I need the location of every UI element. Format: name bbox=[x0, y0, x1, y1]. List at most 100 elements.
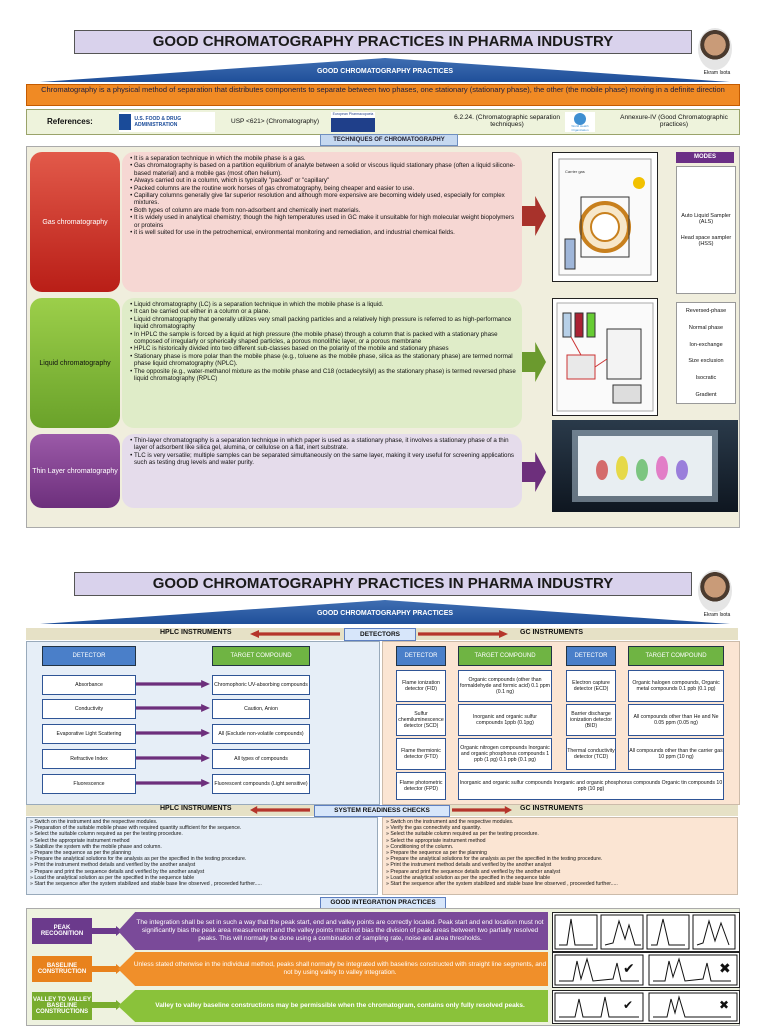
thin-layer-chromatography-text: Thin-layer chromatography is a separatio… bbox=[122, 434, 522, 508]
peak-recognition-chromatograms bbox=[552, 912, 740, 952]
page1-subtitle: GOOD CHROMATOGRAPHY PRACTICES bbox=[40, 58, 730, 82]
left-arrow-icon-2 bbox=[250, 806, 310, 814]
mode-als: Auto Liquid Sampler (ALS) bbox=[681, 213, 731, 225]
valley-to-valley-text: Valley to valley baseline constructions … bbox=[118, 990, 548, 1022]
usp-reference: USP <621> (Chromatography) bbox=[231, 118, 320, 125]
row-arrow-icon bbox=[136, 704, 210, 712]
hplc-target-refractive-index: All types of compounds bbox=[212, 749, 310, 769]
liquid-chromatography-label: Liquid chromatography bbox=[30, 298, 120, 428]
mode-isocratic: Isocratic bbox=[695, 374, 717, 381]
fda-logo: U.S. FOOD & DRUG ADMINISTRATION bbox=[119, 112, 215, 132]
hplc-detector-refractive-index: Refractive Index bbox=[42, 749, 136, 769]
int-arrow-icon bbox=[92, 964, 122, 974]
gc-detector-ftd: Flame thermionic detector (FTD) bbox=[396, 738, 446, 770]
valley-to-valley-label: VALLEY TO VALLEY BASELINE CONSTRUCTIONS bbox=[32, 992, 92, 1020]
valley-chromatograms: ✔ ✖ bbox=[552, 990, 740, 1024]
row-arrow-icon bbox=[136, 754, 210, 762]
page2-subtitle: GOOD CHROMATOGRAPHY PRACTICES bbox=[40, 600, 730, 624]
peak-recognition-text: The integration shall be set in such a w… bbox=[118, 912, 548, 950]
gc-detector-header-right: DETECTOR bbox=[566, 646, 616, 666]
lc-modes: Reversed-phase Normal phase Ion-exchange… bbox=[676, 302, 736, 404]
hplc-instruments-label-2: HPLC INSTRUMENTS bbox=[160, 805, 232, 812]
hplc-target-conductivity: Caution, Anion bbox=[212, 699, 310, 719]
svg-text:✔: ✔ bbox=[623, 960, 635, 976]
row-arrow-icon bbox=[136, 729, 210, 737]
baseline-chromatograms: ✔ ✖ bbox=[552, 952, 740, 988]
references-bar: References: U.S. FOOD & DRUG ADMINISTRAT… bbox=[26, 109, 740, 135]
liquid-chromatography-text: Liquid chromatography (LC) is a separati… bbox=[122, 298, 522, 428]
gc-detector-fpd: Flame photometric detector (FPD) bbox=[396, 772, 446, 800]
gc-detector-tcd: Thermal conductivity detector (TCD) bbox=[566, 738, 616, 770]
hplc-diagram-image bbox=[552, 298, 658, 416]
gc-target-ftd: Organic nitrogen compounds Inorganic and… bbox=[458, 738, 552, 770]
hplc-detector-absorbance: Absorbance bbox=[42, 675, 136, 695]
mode-ion-exchange: Ion-exchange bbox=[689, 341, 723, 348]
right-arrow-icon-2 bbox=[452, 806, 512, 814]
mode-gradient: Gradient bbox=[695, 391, 717, 398]
hplc-detector-fluorescence: Fluorescence bbox=[42, 774, 136, 794]
thin-layer-chromatography-label: Thin Layer chromatography bbox=[30, 434, 120, 508]
left-arrow-icon bbox=[250, 630, 340, 638]
right-arrow-icon bbox=[418, 630, 508, 638]
gc-target-fid: Organic compounds (other than formaldehy… bbox=[458, 670, 552, 702]
row-arrow-icon bbox=[136, 680, 210, 688]
detectors-label: DETECTORS bbox=[344, 628, 416, 641]
int-arrow-icon bbox=[92, 1000, 122, 1010]
hplc-readiness-steps: Switch on the instrument and the respect… bbox=[26, 817, 378, 895]
gc-detector-scd: Sulfur chemiluminescence detector (SCD) bbox=[396, 704, 446, 736]
hplc-detector-elsd: Evaporative Light Scattering bbox=[42, 724, 136, 744]
baseline-construction-label: BASELINE CONSTRUCTION bbox=[32, 956, 92, 982]
hplc-detector-header: DETECTOR bbox=[42, 646, 136, 666]
gc-detector-ecd: Electron capture detector (ECD) bbox=[566, 670, 616, 702]
gc-target-fpd: Inorganic and organic sulfur compounds I… bbox=[458, 772, 724, 800]
readiness-label: SYSTEM READINESS CHECKS bbox=[314, 805, 450, 817]
hplc-target-fluorescence: Fluorescent compounds (Light sensitive) bbox=[212, 774, 310, 794]
hplc-instruments-label: HPLC INSTRUMENTS bbox=[160, 629, 232, 636]
row-arrow-icon bbox=[136, 779, 210, 787]
references-label: References: bbox=[47, 117, 93, 126]
who-reference: Annexure-IV (Good Chromatographic practi… bbox=[620, 114, 728, 128]
chromatography-definition: Chromatography is a physical method of s… bbox=[26, 84, 740, 106]
gc-readiness-steps: Switch on the instrument and the respect… bbox=[382, 817, 738, 895]
modes-header: MODES bbox=[676, 152, 734, 163]
mode-hss: Head space sampler (HSS) bbox=[680, 235, 732, 247]
gc-instruments-label-2: GC INSTRUMENTS bbox=[520, 805, 583, 812]
mode-reversed-phase: Reversed-phase bbox=[685, 308, 727, 315]
hplc-detector-conductivity: Conductivity bbox=[42, 699, 136, 719]
gc-instruments-label: GC INSTRUMENTS bbox=[520, 629, 583, 636]
ep-reference: 6.2.24. (Chromatographic separation tech… bbox=[454, 114, 560, 128]
who-logo: World Health Organization bbox=[565, 112, 595, 132]
mode-size-exclusion: Size exclusion bbox=[688, 358, 724, 365]
svg-text:Carrier gas: Carrier gas bbox=[565, 169, 585, 174]
gc-detector-bid: Barrier discharge ionization detector (B… bbox=[566, 704, 616, 736]
gc-target-bid: All compounds other than He and Ne 0.05 … bbox=[628, 704, 724, 736]
gc-target-header-right: TARGET COMPOUND bbox=[628, 646, 724, 666]
int-arrow-icon bbox=[92, 926, 122, 936]
author-photo-2 bbox=[698, 570, 732, 612]
peak-recognition-label: PEAK RECOGNITION bbox=[32, 918, 92, 944]
author-name-2: Ekram Isota bbox=[703, 612, 731, 618]
svg-text:✖: ✖ bbox=[719, 998, 729, 1012]
gc-target-header-left: TARGET COMPOUND bbox=[458, 646, 552, 666]
gas-chromatography-label: Gas chromatography bbox=[30, 152, 120, 292]
techniques-header: TECHNIQUES OF CHROMATOGRAPHY bbox=[320, 134, 458, 146]
gc-target-scd: Inorganic and organic sulfur compounds 1… bbox=[458, 704, 552, 736]
gas-chromatography-text: It is a separation technique in which th… bbox=[122, 152, 522, 292]
gc-target-ecd: Organic halogen compounds, Organic metal… bbox=[628, 670, 724, 702]
gc-detector-header-left: DETECTOR bbox=[396, 646, 446, 666]
gc-diagram-image: Carrier gas bbox=[552, 152, 658, 282]
svg-text:✖: ✖ bbox=[719, 960, 731, 976]
hplc-target-elsd: All (Exclude non-volatile compounds) bbox=[212, 724, 310, 744]
baseline-construction-text: Unless stated otherwise in the individua… bbox=[118, 952, 548, 986]
svg-text:✔: ✔ bbox=[623, 998, 633, 1012]
gc-modes: Auto Liquid Sampler (ALS) Head space sam… bbox=[676, 166, 736, 294]
ep-logo: European Pharmacopoeia bbox=[331, 112, 375, 132]
author-name: Ekram Isota bbox=[703, 70, 731, 76]
hplc-target-absorbance: Chromophoric UV-absorbing compounds bbox=[212, 675, 310, 695]
gc-detector-fid: Flame ionization detector (FID) bbox=[396, 670, 446, 702]
author-photo bbox=[698, 28, 732, 70]
mode-normal-phase: Normal phase bbox=[688, 324, 724, 331]
page1-title: GOOD CHROMATOGRAPHY PRACTICES IN PHARMA … bbox=[74, 30, 692, 54]
tlc-photo-image bbox=[552, 420, 738, 512]
page2-title: GOOD CHROMATOGRAPHY PRACTICES IN PHARMA … bbox=[74, 572, 692, 596]
